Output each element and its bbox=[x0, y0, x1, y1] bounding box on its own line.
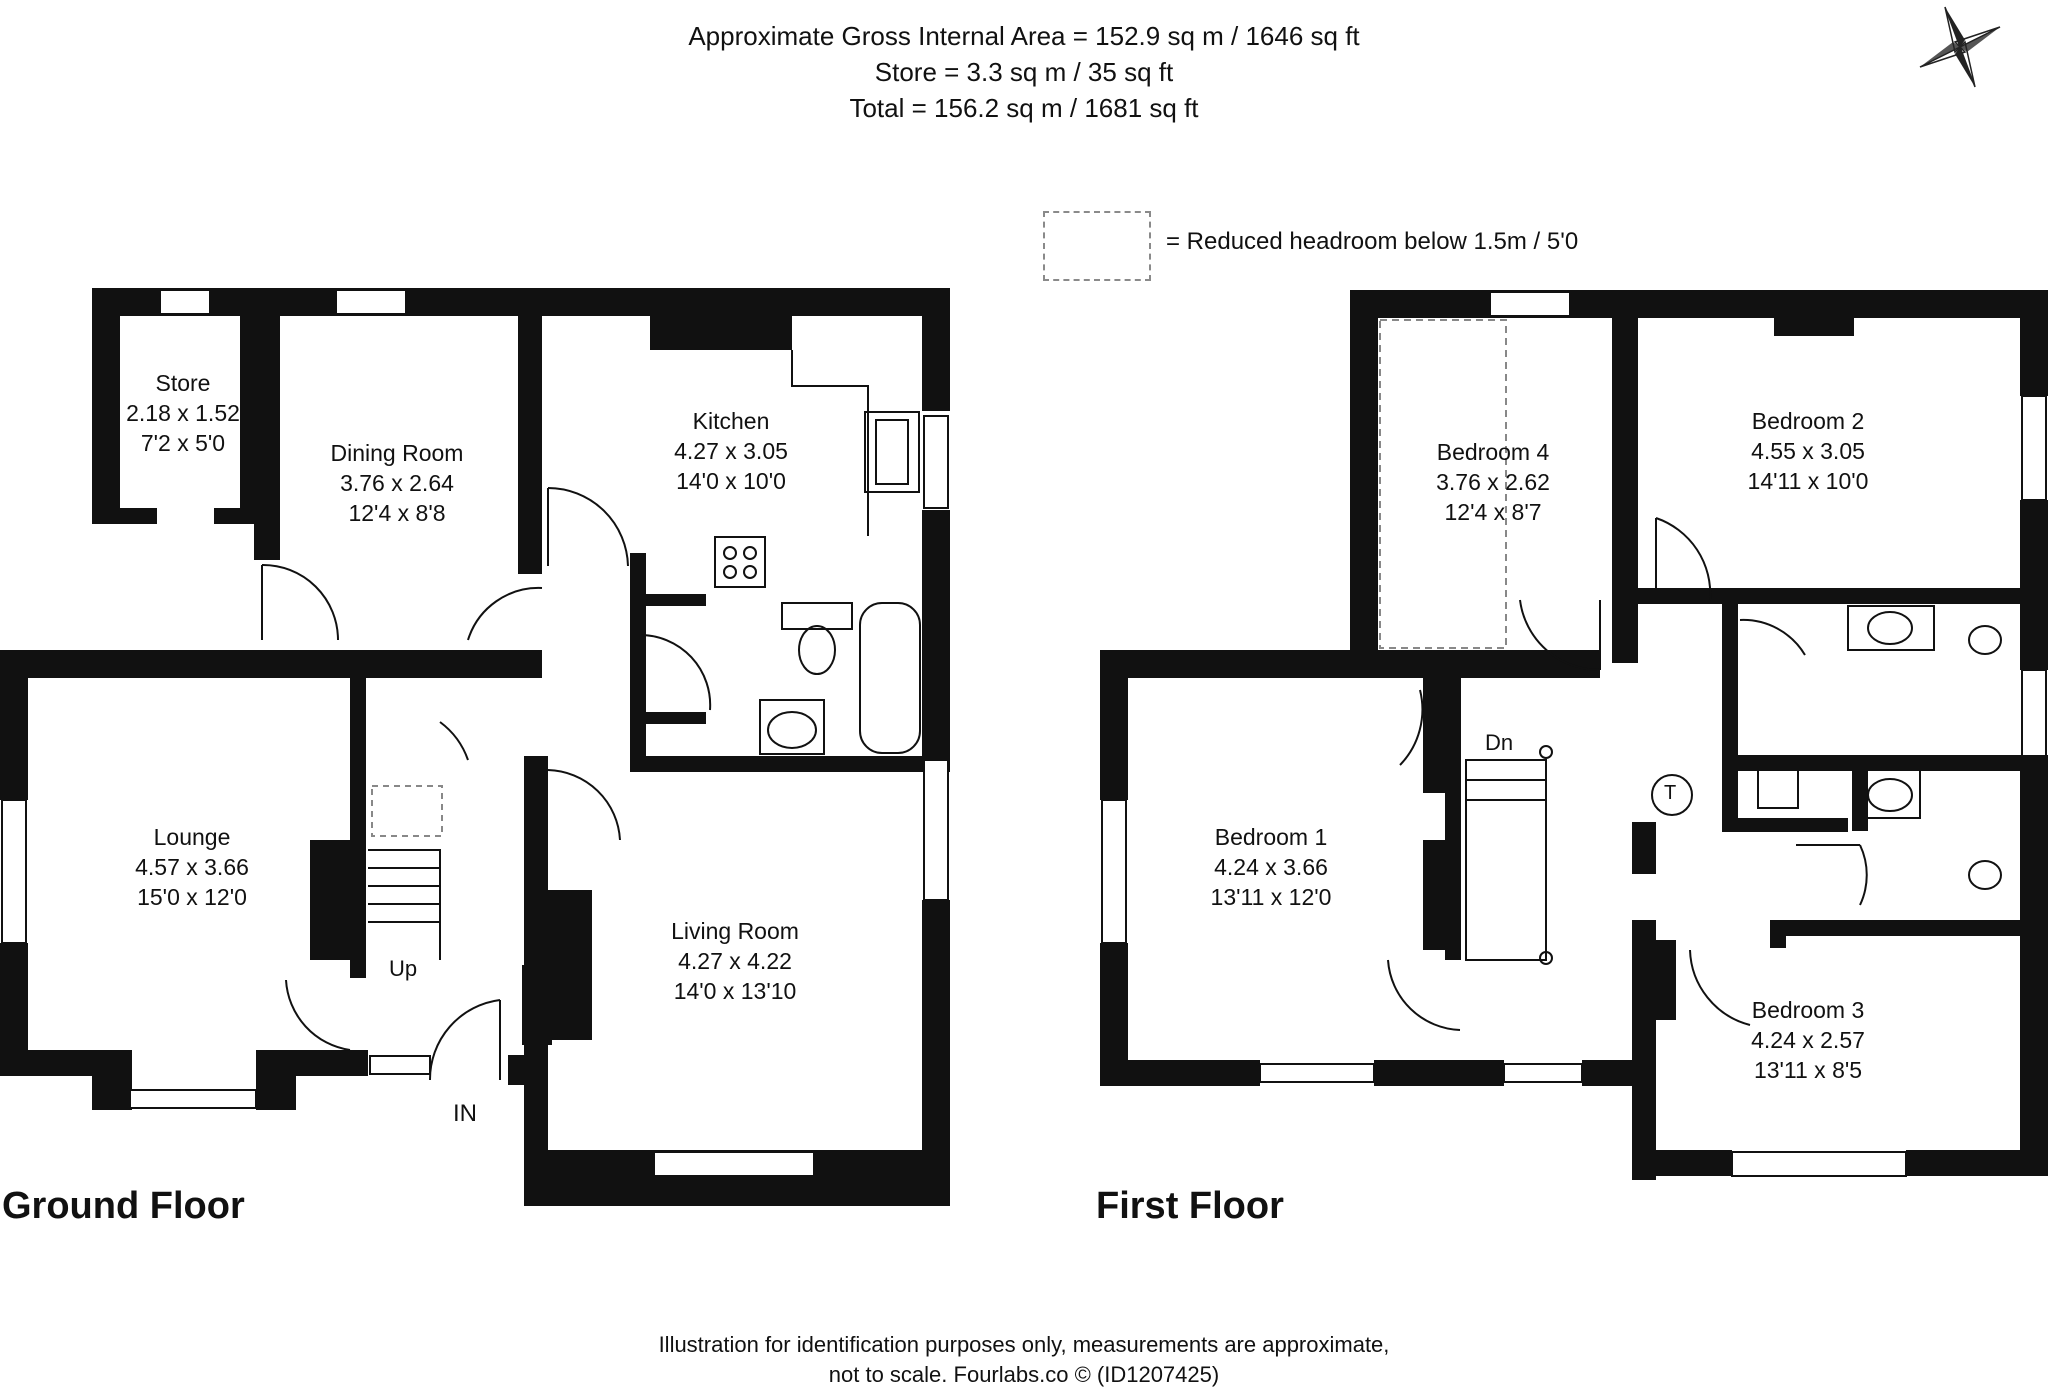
room-metric: 4.55 x 3.05 bbox=[1751, 438, 1865, 464]
room-name: Store bbox=[155, 370, 211, 396]
total-area-text: Total = 156.2 sq m / 1681 sq ft bbox=[849, 93, 1199, 123]
room-label-kitchen: Kitchen 4.27 x 3.05 14'0 x 10'0 bbox=[674, 406, 788, 496]
first-floor-title: First Floor bbox=[1096, 1185, 1284, 1227]
first-floor-walls bbox=[1100, 290, 2048, 1180]
reduced-headroom-legend: = Reduced headroom below 1.5m / 5'0 bbox=[1166, 228, 1579, 255]
room-name: Dining Room bbox=[330, 440, 464, 466]
room-name: Bedroom 3 bbox=[1751, 997, 1865, 1023]
room-name: Living Room bbox=[671, 918, 799, 944]
room-imperial: 12'4 x 8'8 bbox=[348, 500, 446, 526]
room-metric: 4.24 x 2.57 bbox=[1751, 1027, 1865, 1053]
room-metric: 4.57 x 3.66 bbox=[135, 854, 249, 880]
room-metric: 4.24 x 3.66 bbox=[1214, 854, 1328, 880]
room-imperial: 14'11 x 10'0 bbox=[1747, 468, 1869, 494]
room-metric: 4.27 x 4.22 bbox=[678, 948, 792, 974]
room-name: Kitchen bbox=[692, 408, 770, 434]
disclaimer-line-1: Illustration for identification purposes… bbox=[658, 1332, 1390, 1357]
ground-floor-windows bbox=[1, 289, 949, 1177]
ground-floor-title: Ground Floor bbox=[2, 1185, 245, 1227]
room-name: Lounge bbox=[153, 824, 231, 850]
room-label-bedroom-4: Bedroom 4 3.76 x 2.62 12'4 x 8'7 bbox=[1436, 437, 1550, 527]
reduced-headroom-swatch bbox=[1043, 211, 1151, 281]
tank-label: T bbox=[1664, 782, 1677, 804]
room-label-store: Store 2.18 x 1.52 7'2 x 5'0 bbox=[126, 368, 240, 458]
room-metric: 2.18 x 1.52 bbox=[126, 400, 240, 426]
room-imperial: 14'0 x 13'10 bbox=[673, 978, 797, 1004]
room-imperial: 14'0 x 10'0 bbox=[676, 468, 786, 494]
store-area-text: Store = 3.3 sq m / 35 sq ft bbox=[874, 57, 1174, 87]
compass-icon bbox=[1919, 6, 2001, 88]
room-imperial: 13'11 x 12'0 bbox=[1210, 884, 1332, 910]
room-label-bedroom-3: Bedroom 3 4.24 x 2.57 13'11 x 8'5 bbox=[1751, 995, 1865, 1085]
room-imperial: 12'4 x 8'7 bbox=[1444, 499, 1542, 525]
room-label-dining-room: Dining Room 3.76 x 2.64 12'4 x 8'8 bbox=[331, 438, 464, 528]
room-label-bedroom-1: Bedroom 1 4.24 x 3.66 13'11 x 12'0 bbox=[1211, 822, 1332, 912]
room-imperial: 13'11 x 8'5 bbox=[1753, 1057, 1863, 1083]
entrance-label: IN bbox=[453, 1100, 477, 1127]
gross-area-text: Approximate Gross Internal Area = 152.9 … bbox=[688, 21, 1360, 51]
ground-floor-walls bbox=[0, 288, 950, 1206]
disclaimer-line-2: not to scale. Fourlabs.co © (ID1207425) bbox=[828, 1362, 1220, 1387]
first-floor-doors bbox=[1379, 319, 2002, 1031]
room-imperial: 7'2 x 5'0 bbox=[140, 430, 226, 456]
room-metric: 3.76 x 2.62 bbox=[1436, 469, 1550, 495]
ground-floor-fittings bbox=[368, 350, 921, 960]
room-label-bedroom-2: Bedroom 2 4.55 x 3.05 14'11 x 10'0 bbox=[1748, 406, 1869, 496]
room-name: Bedroom 2 bbox=[1751, 408, 1865, 434]
room-name: Bedroom 1 bbox=[1214, 824, 1328, 850]
stairs-down-label: Dn bbox=[1485, 730, 1514, 755]
room-label-living-room: Living Room 4.27 x 4.22 14'0 x 13'10 bbox=[671, 916, 799, 1006]
room-metric: 4.27 x 3.05 bbox=[674, 438, 788, 464]
stairs-up-label: Up bbox=[389, 956, 418, 981]
room-name: Bedroom 4 bbox=[1436, 439, 1550, 465]
room-metric: 3.76 x 2.64 bbox=[340, 470, 454, 496]
ground-floor-doors bbox=[261, 487, 712, 1081]
first-floor-windows bbox=[1101, 291, 2047, 1177]
room-imperial: 15'0 x 12'0 bbox=[137, 884, 247, 910]
room-label-lounge: Lounge 4.57 x 3.66 15'0 x 12'0 bbox=[135, 822, 249, 912]
disclaimer-footer: Illustration for identification purposes… bbox=[0, 1330, 2048, 1390]
